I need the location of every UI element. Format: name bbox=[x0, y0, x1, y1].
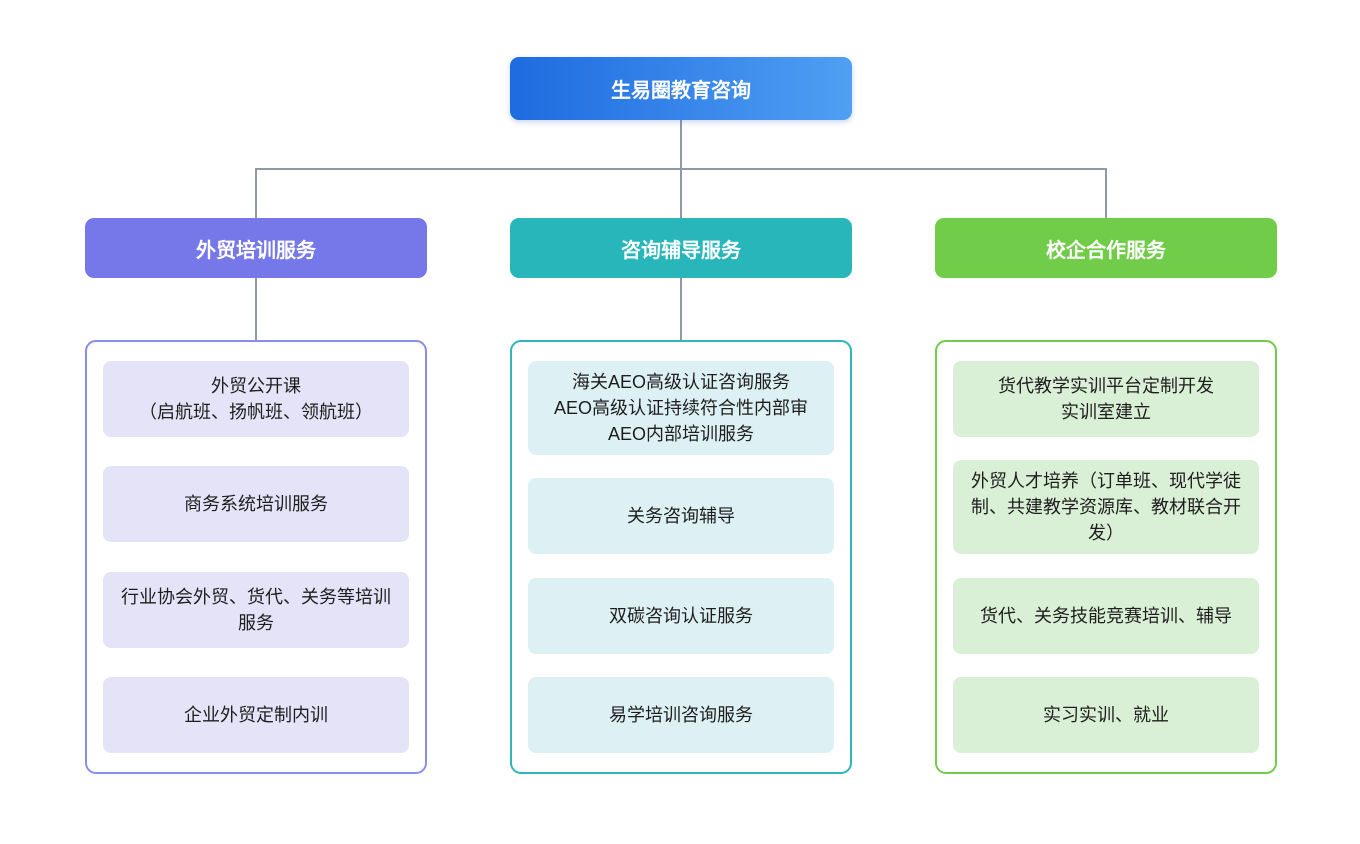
service-item: 实习实训、就业 bbox=[953, 676, 1259, 753]
service-item: 双碳咨询认证服务 bbox=[528, 577, 834, 654]
service-item: 外贸人才培养（订单班、现代学徒制、共建教学资源库、教材联合开发） bbox=[953, 460, 1259, 555]
service-item: 商务系统培训服务 bbox=[103, 466, 409, 543]
branch-header-label: 校企合作服务 bbox=[1046, 239, 1166, 262]
service-item: 企业外贸定制内训 bbox=[103, 676, 409, 753]
root-node: 生易圈教育咨询 bbox=[510, 57, 852, 120]
branch-container-consulting: 海关AEO高级认证咨询服务 AEO高级认证持续符合性内部审 AEO内部培训服务 … bbox=[510, 340, 852, 774]
branch-container-school-enterprise: 货代教学实训平台定制开发 实训室建立 外贸人才培养（订单班、现代学徒制、共建教学… bbox=[935, 340, 1277, 774]
connector-root-drop bbox=[680, 120, 682, 169]
service-item: 海关AEO高级认证咨询服务 AEO高级认证持续符合性内部审 AEO内部培训服务 bbox=[528, 361, 834, 455]
service-item: 货代教学实训平台定制开发 实训室建立 bbox=[953, 361, 1259, 437]
service-item: 货代、关务技能竞赛培训、辅导 bbox=[953, 577, 1259, 654]
branch-header-label: 外贸培训服务 bbox=[196, 239, 316, 262]
branch-container-trade-training: 外贸公开课 （启航班、扬帆班、领航班） 商务系统培训服务 行业协会外贸、货代、关… bbox=[85, 340, 427, 774]
branch-header-label: 咨询辅导服务 bbox=[621, 239, 741, 262]
branch-header-school-enterprise: 校企合作服务 bbox=[935, 218, 1277, 278]
service-item: 外贸公开课 （启航班、扬帆班、领航班） bbox=[103, 361, 409, 437]
branch-header-consulting: 咨询辅导服务 bbox=[510, 218, 852, 278]
connector-branch-school bbox=[1105, 168, 1107, 219]
root-node-label: 生易圈教育咨询 bbox=[611, 80, 751, 102]
service-item: 行业协会外贸、货代、关务等培训服务 bbox=[103, 571, 409, 648]
service-item: 易学培训咨询服务 bbox=[528, 676, 834, 753]
service-item: 关务咨询辅导 bbox=[528, 478, 834, 555]
branch-header-trade-training: 外贸培训服务 bbox=[85, 218, 427, 278]
